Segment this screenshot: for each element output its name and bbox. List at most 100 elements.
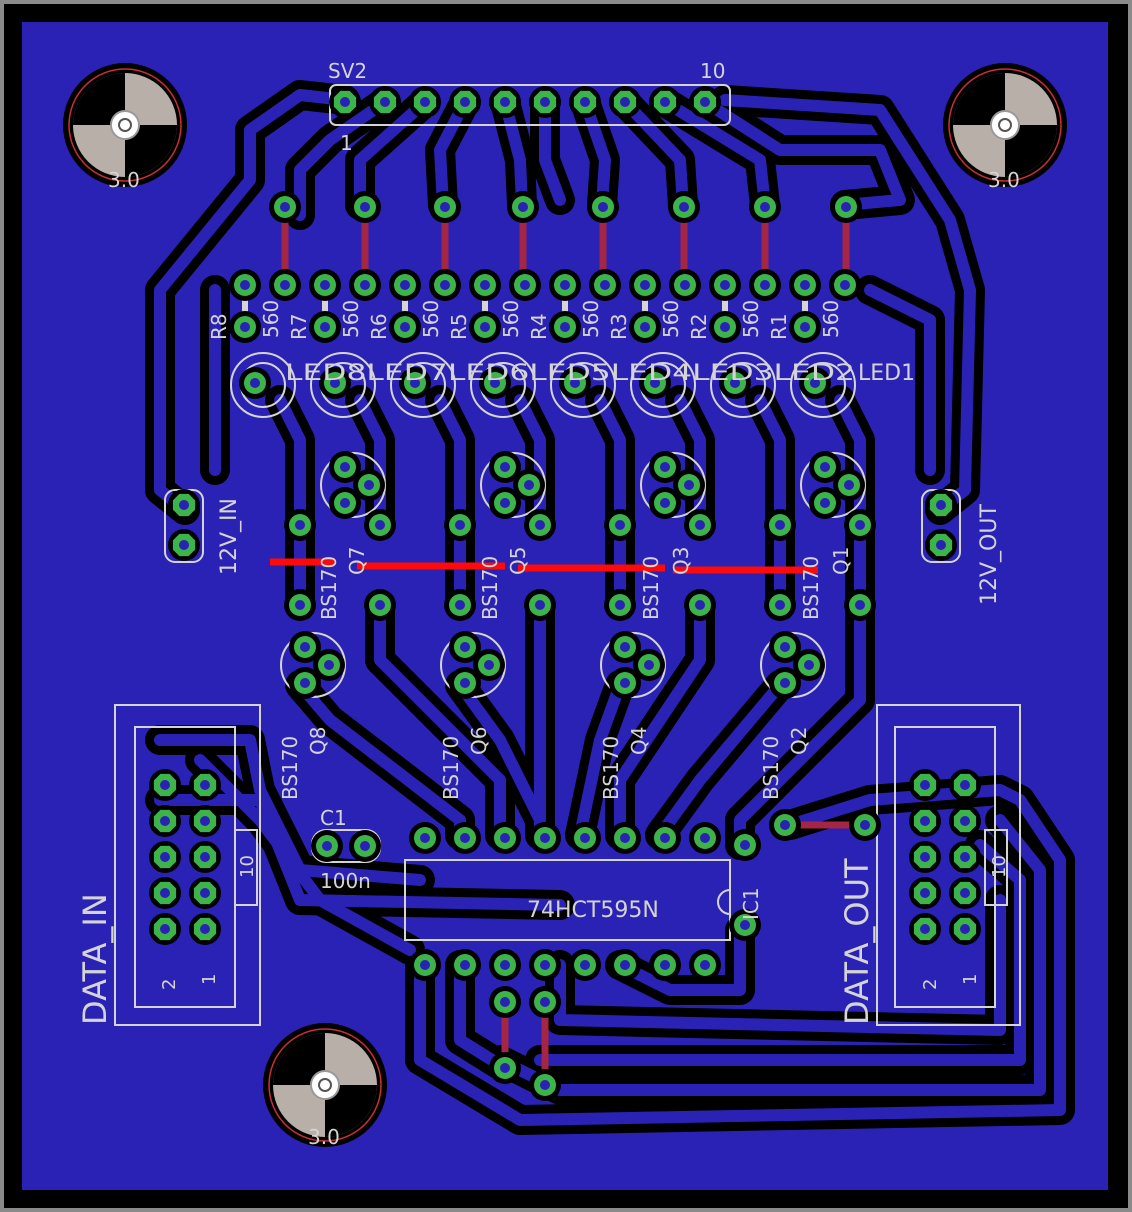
q3-value: BS170 (639, 556, 663, 620)
sv2-pin (369, 86, 401, 118)
q4-label: Q4 (627, 727, 651, 755)
resistor-pad (589, 269, 621, 301)
ic1-pin (489, 949, 521, 981)
hole-label-top-left: 3.0 (108, 168, 140, 192)
r2-value: 560 (739, 300, 763, 338)
resistor-pad (509, 269, 541, 301)
r1-label: R1 (767, 313, 791, 340)
ic1-pin (609, 949, 641, 981)
data-out-label: DATA_OUT (838, 858, 876, 1025)
r2-label: R2 (687, 313, 711, 340)
transistor-pin (769, 667, 801, 699)
q4-value: BS170 (599, 736, 623, 800)
mount-hole-top-left (63, 63, 187, 187)
resistor-pad (507, 191, 539, 223)
resistor-pad (309, 311, 341, 343)
resistor-pad (669, 269, 701, 301)
data-out-pin2-label: 2 (920, 979, 941, 990)
resistor-pad (429, 269, 461, 301)
data-in-pin (149, 841, 181, 873)
r8-label: R8 (207, 313, 231, 340)
ic1-pin (409, 822, 441, 854)
resistor-pad (269, 191, 301, 223)
q7-label: Q7 (345, 547, 369, 575)
ic1-pin (689, 949, 721, 981)
ic1-label: IC1 (739, 887, 763, 920)
data-in-pin (149, 913, 181, 945)
transistor-pin (649, 451, 681, 483)
transistor-pin (673, 469, 705, 501)
data-out-pin (949, 769, 981, 801)
ic1-pin (409, 949, 441, 981)
resistor-pad (309, 269, 341, 301)
transistor-pin (329, 451, 361, 483)
transistor-pin (609, 631, 641, 663)
gate-pad (364, 589, 396, 621)
transistor-pin (289, 631, 321, 663)
q8-label: Q8 (306, 727, 330, 755)
airwires (270, 558, 818, 574)
sv2-label: SV2 (328, 59, 367, 83)
resistor-pad (587, 191, 619, 223)
silkscreen-text: SV2 1 10 3.0 3.0 3.0 LED1 LED8LED7LED6LE… (76, 59, 1020, 1149)
led-overlap-label: LED8LED7LED6LED5LED4LED3LED2 (285, 361, 855, 386)
resistor-pad (469, 311, 501, 343)
gate-pad (764, 509, 796, 541)
mounting-holes (63, 63, 1067, 1147)
r4-value: 560 (579, 300, 603, 338)
led-pad (479, 367, 511, 399)
resistor-pad (789, 311, 821, 343)
transistor-pin (473, 649, 505, 681)
hole-label-top-right: 3.0 (988, 168, 1020, 192)
data-out-pin (909, 877, 941, 909)
resistor-pad (469, 269, 501, 301)
q5-label: Q5 (506, 547, 530, 575)
r3-label: R3 (607, 313, 631, 340)
r5-value: 560 (499, 300, 523, 338)
gate-pad (524, 589, 556, 621)
c1-value: 100n (320, 869, 371, 893)
ic1-pin (689, 822, 721, 854)
12v-in-label: 12V_IN (217, 498, 242, 575)
resistor-pad (269, 269, 301, 301)
gate-pad (844, 589, 876, 621)
data-in-pin (189, 841, 221, 873)
data-in-pin (189, 769, 221, 801)
data-in-pin (149, 769, 181, 801)
resistor-pad (429, 191, 461, 223)
led1-label: LED1 (858, 361, 915, 386)
led-pad (399, 367, 431, 399)
data-out-pin (949, 913, 981, 945)
transistor-pin (809, 487, 841, 519)
jumper-pad (849, 809, 881, 841)
r6-label: R6 (367, 313, 391, 340)
transistor-pin (289, 667, 321, 699)
sv2-pin (409, 86, 441, 118)
q6-value: BS170 (439, 736, 463, 800)
q2-value: BS170 (759, 736, 783, 800)
sv2-pin (649, 86, 681, 118)
r4-label: R4 (527, 313, 551, 340)
sv2-pin1-label: 1 (340, 131, 353, 155)
data-out-pin (909, 913, 941, 945)
led-pad (319, 367, 351, 399)
gate-pad (844, 509, 876, 541)
ic1-pin (649, 822, 681, 854)
ic1-pin (449, 822, 481, 854)
gate-pad (284, 589, 316, 621)
transistor-pin (649, 487, 681, 519)
resistor-pad (549, 269, 581, 301)
12v-out-pin (925, 529, 957, 561)
data-in-label: DATA_IN (76, 893, 114, 1025)
gate-pad (444, 509, 476, 541)
ic1-pin (489, 822, 521, 854)
data-out-pin10-label: 10 (989, 855, 1010, 878)
sv2-pin (609, 86, 641, 118)
gate-pad (364, 509, 396, 541)
resistor-pad (549, 311, 581, 343)
data-out-pin (909, 841, 941, 873)
led-pad (239, 367, 271, 399)
transistor-pin (449, 631, 481, 663)
transistor-pin (633, 649, 665, 681)
r6-value: 560 (419, 300, 443, 338)
